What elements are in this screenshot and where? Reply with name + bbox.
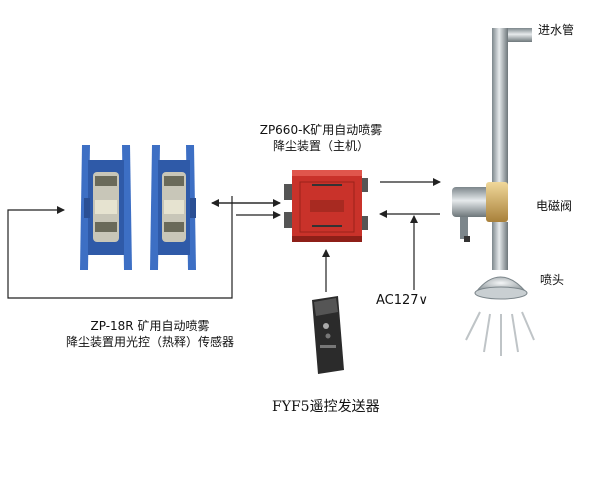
host-valve-arrows (379, 178, 441, 218)
sensor-title-line2: 降尘装置用光控（热释）传感器 (65, 335, 234, 349)
nozzle-head (474, 276, 528, 300)
nozzle-pipe (492, 222, 508, 270)
sensor-loop-line (7, 196, 233, 299)
host-title-line1: ZP660-K矿用自动喷雾 (259, 123, 383, 137)
remote-transmitter (312, 296, 344, 374)
solenoid-valve (452, 182, 508, 242)
nozzle-label: 喷头 (540, 273, 565, 287)
host-unit (284, 170, 368, 242)
sensor-unit-left (80, 145, 132, 270)
remote-label: FYF5遥控发送器 (272, 399, 380, 415)
host-title-line2: 降尘装置（主机） (272, 139, 369, 153)
water-pipe (492, 28, 532, 188)
spray-lines (465, 311, 535, 356)
sensor-host-arrows (211, 199, 281, 219)
valve-label: 电磁阀 (536, 199, 573, 213)
water-pipe-label: 进水管 (538, 23, 575, 37)
sensor-unit-right (150, 145, 196, 270)
power-label: AC127∨ (376, 293, 429, 308)
sensor-title-line1: ZP-18R 矿用自动喷雾 (90, 319, 210, 333)
host-title: ZP660-K矿用自动喷雾 降尘装置（主机） (246, 122, 396, 154)
sensor-title: ZP-18R 矿用自动喷雾 降尘装置用光控（热释）传感器 (40, 318, 260, 350)
